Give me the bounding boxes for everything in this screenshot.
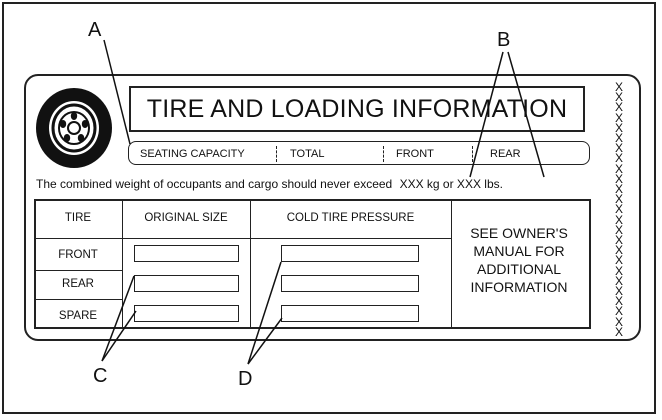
front-capacity-label: FRONT bbox=[396, 148, 434, 160]
x-mark: X bbox=[614, 182, 623, 197]
x-marks-column: X X X X X X X X X X X X X X X X X X X X … bbox=[612, 80, 626, 339]
seating-capacity-label: SEATING CAPACITY bbox=[140, 148, 245, 160]
table-divider bbox=[250, 199, 251, 329]
x-mark: X bbox=[614, 304, 623, 319]
x-mark: X bbox=[614, 110, 623, 125]
x-mark: X bbox=[614, 192, 623, 207]
spare-pressure-field bbox=[281, 305, 419, 322]
callout-b-leader bbox=[507, 51, 545, 178]
capacity-divider bbox=[383, 146, 384, 162]
table-divider bbox=[451, 199, 452, 329]
tire-placard bbox=[24, 74, 641, 341]
callout-c-leader bbox=[101, 310, 137, 362]
x-mark: X bbox=[614, 324, 623, 339]
weight-limit-value: XXX kg or XXX lbs. bbox=[399, 177, 503, 191]
x-mark: X bbox=[614, 90, 623, 105]
original-size-header: ORIGINAL SIZE bbox=[144, 212, 228, 224]
row-label-front: FRONT bbox=[58, 249, 98, 261]
callout-b: B bbox=[497, 29, 511, 51]
x-mark: X bbox=[614, 253, 623, 268]
x-mark: X bbox=[614, 314, 623, 329]
front-size-field bbox=[134, 245, 239, 262]
table-divider bbox=[34, 238, 451, 239]
weight-limit-text: The combined weight of occupants and car… bbox=[36, 177, 393, 191]
table-divider bbox=[34, 270, 122, 271]
x-mark: X bbox=[614, 243, 623, 258]
x-mark: X bbox=[614, 294, 623, 309]
callout-a: A bbox=[88, 19, 102, 41]
x-mark: X bbox=[614, 171, 623, 186]
tire-column-header: TIRE bbox=[64, 212, 92, 224]
x-mark: X bbox=[614, 151, 623, 166]
placard-title: TIRE AND LOADING INFORMATION bbox=[129, 86, 585, 132]
x-mark: X bbox=[614, 263, 623, 278]
x-mark: X bbox=[614, 131, 623, 146]
x-mark: X bbox=[614, 141, 623, 156]
callout-c-leader bbox=[101, 275, 135, 362]
capacity-bar bbox=[128, 141, 590, 165]
note-line: ADDITIONAL bbox=[476, 261, 561, 277]
rear-capacity-label: REAR bbox=[490, 148, 521, 160]
x-mark: X bbox=[614, 273, 623, 288]
x-mark: X bbox=[614, 233, 623, 248]
front-pressure-field bbox=[281, 245, 419, 262]
callout-d: D bbox=[238, 368, 253, 390]
callout-d-leader bbox=[247, 317, 283, 365]
row-label-spare: SPARE bbox=[58, 310, 98, 322]
x-mark: X bbox=[614, 202, 623, 217]
tire-table bbox=[34, 199, 591, 329]
callout-d-leader bbox=[247, 261, 282, 365]
rear-size-field bbox=[134, 275, 239, 292]
x-mark: X bbox=[614, 100, 623, 115]
cold-tire-pressure-header: COLD TIRE PRESSURE bbox=[286, 212, 415, 224]
capacity-divider bbox=[276, 146, 277, 162]
x-mark: X bbox=[614, 284, 623, 299]
x-mark: X bbox=[614, 222, 623, 237]
row-label-rear: REAR bbox=[62, 278, 94, 290]
callout-b-leader bbox=[469, 51, 504, 178]
table-divider bbox=[34, 299, 122, 300]
callout-a-leader bbox=[103, 39, 131, 145]
x-mark: X bbox=[614, 80, 623, 94]
note-line: SEE OWNER'S bbox=[470, 225, 568, 241]
total-label: TOTAL bbox=[290, 148, 325, 160]
weight-limit-sentence: The combined weight of occupants and car… bbox=[36, 177, 503, 191]
callout-c: C bbox=[93, 365, 108, 387]
tire-icon bbox=[36, 88, 112, 168]
note-line: MANUAL FOR bbox=[473, 243, 565, 259]
table-divider bbox=[122, 199, 123, 329]
note-line: INFORMATION bbox=[470, 279, 568, 295]
x-mark: X bbox=[614, 212, 623, 227]
x-mark: X bbox=[614, 120, 623, 135]
x-mark: X bbox=[614, 161, 623, 176]
rear-pressure-field bbox=[281, 275, 419, 292]
owners-manual-note: SEE OWNER'S MANUAL FOR ADDITIONAL INFORM… bbox=[455, 224, 583, 296]
capacity-divider bbox=[472, 146, 473, 162]
